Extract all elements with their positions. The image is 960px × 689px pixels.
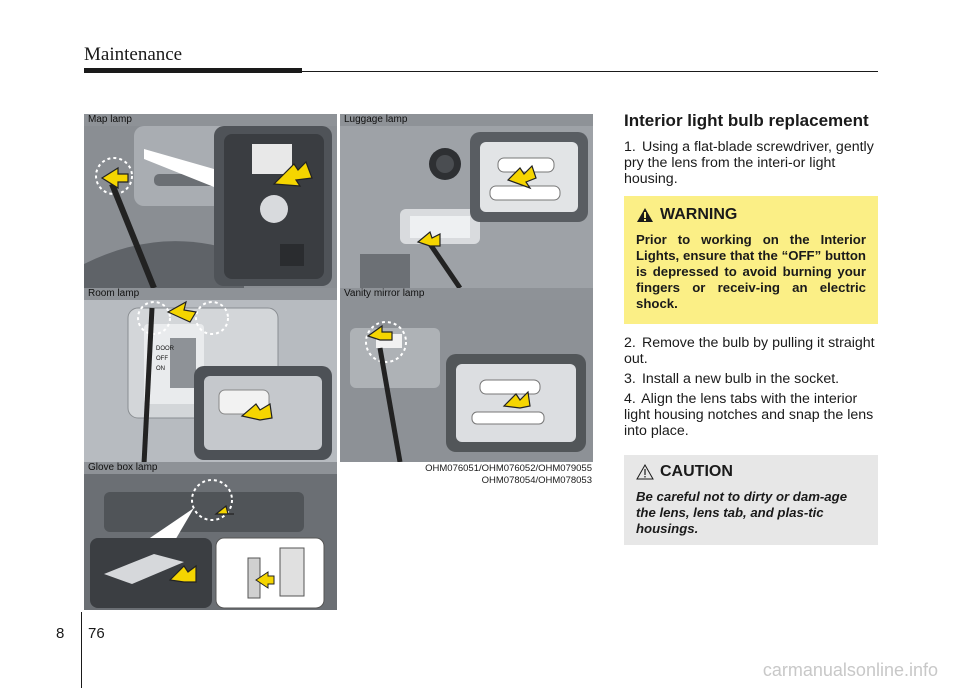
glove-box-lamp-photo: Glove box lamp bbox=[84, 462, 337, 610]
step-number: 4. bbox=[624, 391, 636, 407]
room-lamp-photo: Room lamp DOOR OFF ON bbox=[84, 288, 337, 464]
image-codes: OHM076051/OHM076052/OHM079055 OHM078054/… bbox=[400, 463, 592, 487]
step-text: Align the lens tabs with the interior li… bbox=[624, 391, 874, 439]
map-lamp-photo: Map lamp bbox=[84, 114, 337, 288]
step-1: 1. Using a flat-blade screwdriver, gentl… bbox=[624, 139, 878, 187]
luggage-lamp-photo: Luggage lamp bbox=[340, 114, 593, 288]
map-lamp-caption: Map lamp bbox=[88, 114, 132, 125]
page-header-title: Maintenance bbox=[84, 44, 183, 65]
room-lamp-switch-off: OFF bbox=[156, 356, 168, 362]
watermark: carmanualsonline.info bbox=[762, 660, 938, 680]
step-number: 2. bbox=[624, 335, 636, 351]
header-rule bbox=[302, 71, 878, 72]
caution-header: CAUTION bbox=[636, 463, 866, 481]
step-2: 2. Remove the bulb by pulling it straigh… bbox=[624, 335, 878, 367]
image-code-line-2: OHM078054/OHM078053 bbox=[481, 475, 592, 486]
step-text: Using a flat-blade screwdriver, gently p… bbox=[624, 139, 874, 187]
image-code-line-1: OHM076051/OHM076052/OHM079055 bbox=[425, 463, 592, 474]
room-lamp-switch-door: DOOR bbox=[156, 346, 174, 352]
warning-box: WARNING Prior to working on the Interior… bbox=[624, 196, 878, 324]
glove-box-lamp-caption: Glove box lamp bbox=[88, 462, 158, 473]
warning-title: WARNING bbox=[660, 206, 738, 223]
warning-header: WARNING bbox=[636, 206, 866, 224]
header-bar bbox=[84, 68, 302, 73]
footer-divider bbox=[81, 612, 82, 688]
luggage-lamp-caption: Luggage lamp bbox=[344, 114, 408, 125]
room-lamp-caption: Room lamp bbox=[88, 288, 140, 299]
caution-title: CAUTION bbox=[660, 463, 733, 480]
room-lamp-switch-on: ON bbox=[156, 366, 165, 372]
vanity-mirror-lamp-photo: Vanity mirror lamp bbox=[340, 288, 593, 462]
chapter-number: 8 bbox=[56, 625, 65, 642]
warning-text: Prior to working on the Interior Lights,… bbox=[636, 232, 866, 311]
vanity-mirror-lamp-caption: Vanity mirror lamp bbox=[344, 288, 425, 299]
caution-triangle-icon bbox=[636, 464, 654, 480]
step-text: Install a new bulb in the socket. bbox=[641, 371, 840, 387]
caution-text: Be careful not to dirty or dam-age the l… bbox=[636, 489, 848, 536]
step-4: 4. Align the lens tabs with the interior… bbox=[624, 391, 878, 439]
step-number: 1. bbox=[624, 139, 636, 155]
step-3: 3. Install a new bulb in the socket. bbox=[624, 371, 878, 387]
warning-triangle-icon bbox=[637, 208, 653, 222]
caution-box: CAUTION Be careful not to dirty or dam-a… bbox=[624, 455, 878, 545]
section-title: Interior light bulb replacement bbox=[624, 111, 869, 130]
step-text: Remove the bulb by pulling it straight o… bbox=[624, 335, 875, 367]
page-number: 76 bbox=[88, 625, 105, 642]
step-number: 3. bbox=[624, 371, 636, 387]
